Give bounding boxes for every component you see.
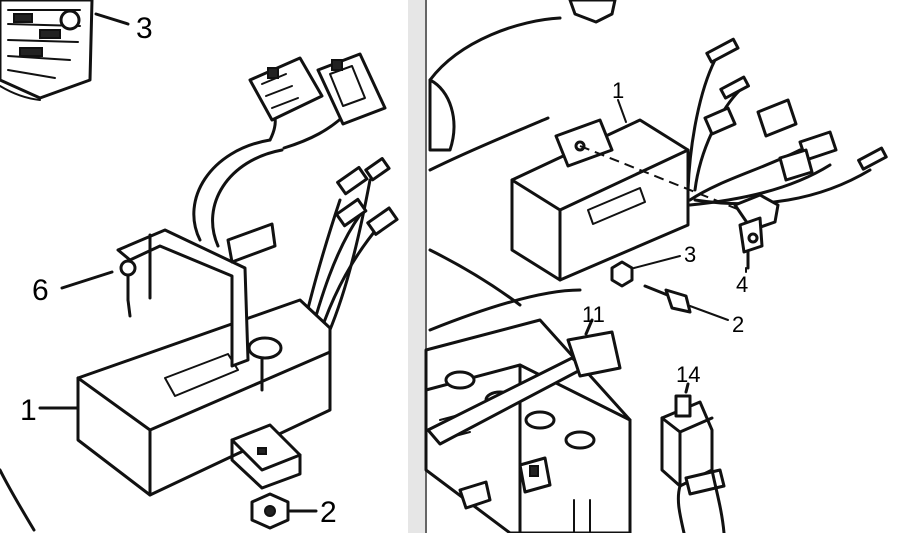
nut-part-3 — [610, 260, 634, 288]
bracket-part-6 — [116, 222, 277, 368]
bolt-part-2 — [643, 284, 729, 321]
frame-curve-low — [428, 248, 522, 307]
frame-curve-bottom — [428, 288, 582, 332]
frame-curve-mid — [428, 116, 550, 172]
callout-3-right: 3 — [684, 242, 696, 267]
leader-line-3 — [94, 12, 130, 26]
assembly-leader-dashed — [579, 145, 741, 211]
top-fitting — [568, 0, 617, 24]
wire-harness — [192, 52, 399, 350]
clamp-part-4 — [733, 193, 780, 270]
leader-line-1-right — [617, 99, 627, 123]
rectifier-part-3 — [0, 0, 94, 101]
left-panel: 3 6 1 2 — [0, 0, 399, 532]
callout-1-right: 1 — [612, 78, 624, 103]
connector-part-14 — [660, 382, 726, 533]
callout-11-right: 11 — [582, 302, 605, 327]
wire-harness-right — [686, 37, 888, 207]
callout-2: 2 — [320, 496, 337, 529]
leader-line-6 — [60, 270, 114, 290]
callout-2-right: 2 — [732, 312, 744, 337]
callout-4-right: 4 — [736, 272, 748, 297]
nut-part-2 — [250, 492, 290, 530]
callout-3: 3 — [136, 12, 153, 45]
hose-fitting — [428, 78, 456, 152]
callout-1: 1 — [20, 394, 37, 427]
left-edge-wire — [0, 468, 36, 532]
right-panel: 1 3 4 2 11 14 — [424, 0, 888, 533]
frame-curve-top — [428, 16, 562, 82]
callout-14-right: 14 — [676, 362, 700, 387]
leader-line-3-right — [633, 255, 681, 269]
cdi-unit-part-1-right — [510, 118, 690, 282]
strap-part-11 — [426, 318, 622, 446]
panel-divider — [408, 0, 426, 533]
cdi-unit-part-1 — [76, 298, 332, 497]
callout-6: 6 — [32, 274, 49, 307]
